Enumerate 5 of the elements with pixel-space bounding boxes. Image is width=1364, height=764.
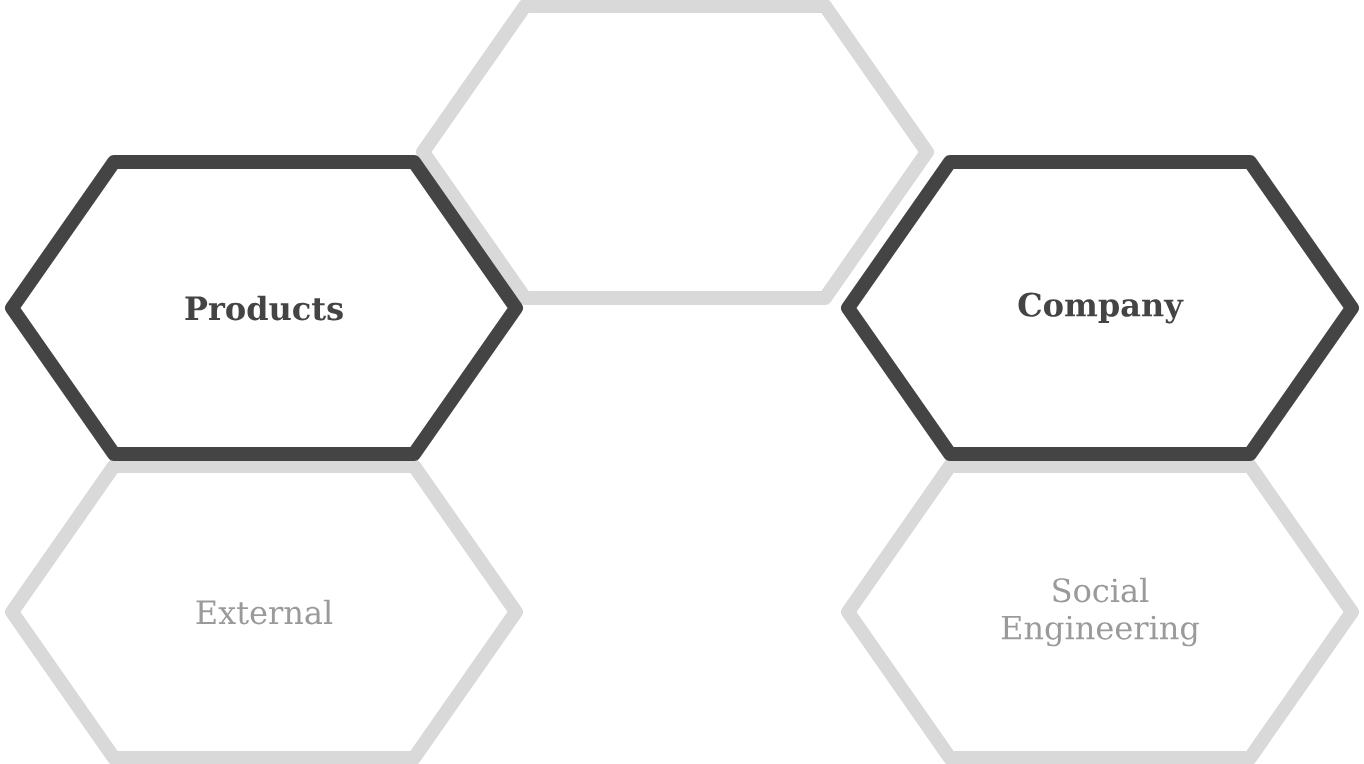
hexagon-box [416,0,934,305]
hexagon-box: Products [5,155,523,461]
hexagon-box: Company [841,155,1359,461]
hexagon-box: Social Engineering [841,459,1359,764]
hexagon-box: External [5,459,523,764]
